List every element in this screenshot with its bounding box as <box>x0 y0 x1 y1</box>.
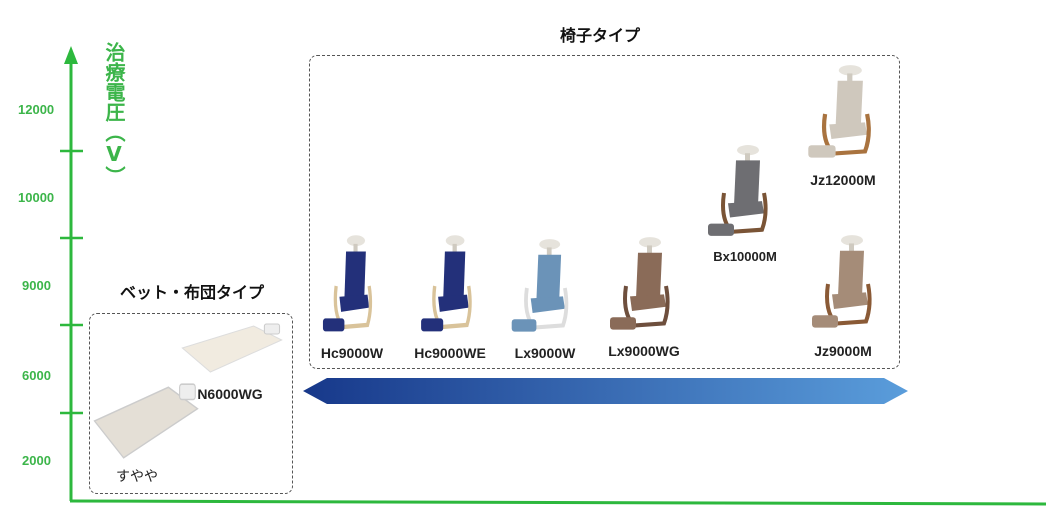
product-label: Lx9000WG <box>608 343 680 359</box>
product-image-bx10000m <box>702 142 782 244</box>
x-axis-line <box>69 499 1047 506</box>
product-label: Bx10000M <box>713 249 777 264</box>
product-illustration <box>511 239 569 332</box>
product-illustration <box>181 323 283 373</box>
product-image-lx9000w <box>506 236 582 340</box>
y-tick-label: 10000 <box>18 190 55 205</box>
product-illustration <box>708 145 768 236</box>
product-illustration <box>812 235 872 328</box>
chair-group-box <box>309 55 900 369</box>
product-label: Jz12000M <box>810 172 876 188</box>
bed-group-title: ベット・布団タイプ <box>120 283 265 302</box>
product-image-suyaya <box>90 375 202 467</box>
product-image-lx9000wg <box>604 234 684 338</box>
range-arrow <box>303 378 908 404</box>
product-image-hc9000we <box>416 232 484 340</box>
product-image-hc9000w <box>318 232 384 340</box>
product-label: Lx9000W <box>514 345 576 361</box>
product-illustration <box>421 235 472 332</box>
chair-group-title: 椅子タイプ <box>560 26 641 45</box>
product-label: Hc9000WE <box>414 345 486 361</box>
product-illustration <box>322 235 373 332</box>
y-axis-title: 治療電圧（V） <box>102 42 126 186</box>
y-axis-arrowhead <box>64 46 78 64</box>
product-illustration <box>808 65 871 158</box>
product-label: N6000WG <box>197 386 263 402</box>
y-tick-label: 9000 <box>22 278 51 293</box>
product-image-jz12000m <box>802 62 886 166</box>
product-image-jz9000m <box>806 232 886 336</box>
product-illustration <box>93 383 199 459</box>
y-tick-label: 12000 <box>18 102 55 117</box>
product-illustration <box>610 237 670 330</box>
bed-group-box <box>89 313 293 494</box>
y-tick-label: 6000 <box>22 368 51 383</box>
product-label: Jz9000M <box>814 343 872 359</box>
product-label: Hc9000W <box>320 345 384 361</box>
product-image-n6000wg <box>178 318 286 378</box>
product-label: すやや <box>116 468 158 484</box>
y-tick-label: 2000 <box>22 453 51 468</box>
